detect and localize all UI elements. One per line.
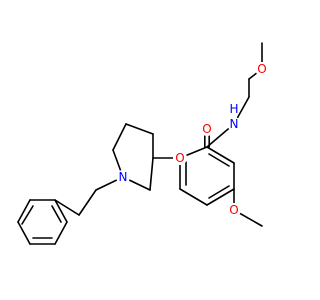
pip-bond-6: [149, 157, 154, 191]
phenyl-double-inner-1: [21, 205, 34, 225]
amide-nitrogen-atom: N H: [227, 102, 241, 131]
structure-svg: O N H O O O N: [17, 42, 269, 245]
phenyl-bond-2: [17, 199, 31, 223]
ring-double-inner-3: [208, 153, 230, 167]
piperidine-nitrogen-label: N: [119, 170, 128, 184]
atom-label-layer: O N H O O O N: [116, 62, 269, 217]
ring-bond-3: [179, 188, 208, 206]
methoxyethyl-oxygen-atom: O: [255, 62, 269, 76]
ether-oxygen-atom: O: [173, 151, 187, 165]
piperidine-nitrogen-atom: N: [116, 170, 130, 184]
pip-bond-2: [125, 123, 154, 135]
ether-oxygen-label: O: [175, 151, 184, 165]
amide-oxygen-atom: O: [200, 122, 214, 136]
ring-bond-6: [206, 146, 235, 164]
amide-oxygen-label: O: [202, 122, 211, 136]
phenyl-bond-6: [54, 199, 68, 223]
molecule-diagram: O N H O O O N: [17, 42, 269, 245]
amide-nitrogen-label: N: [230, 117, 239, 131]
phenyl-double-inner-3: [51, 205, 62, 223]
ring-double-inner-2: [208, 185, 230, 199]
ring-methoxy-oxygen-atom: O: [227, 203, 241, 217]
ring-bond-4: [206, 188, 235, 206]
phenyl-link-bond: [54, 199, 80, 216]
phenyl-bond-3: [17, 221, 31, 245]
ring-methoxy-oxygen-label: O: [229, 203, 238, 217]
n-ethyl-bond-2: [78, 189, 97, 216]
bond-layer: [17, 42, 263, 245]
amide-hydrogen-label: H: [229, 102, 238, 116]
phenyl-bond-5: [54, 221, 68, 245]
methoxyethyl-oxygen-label: O: [257, 62, 266, 76]
pip-bond-3: [112, 123, 127, 151]
